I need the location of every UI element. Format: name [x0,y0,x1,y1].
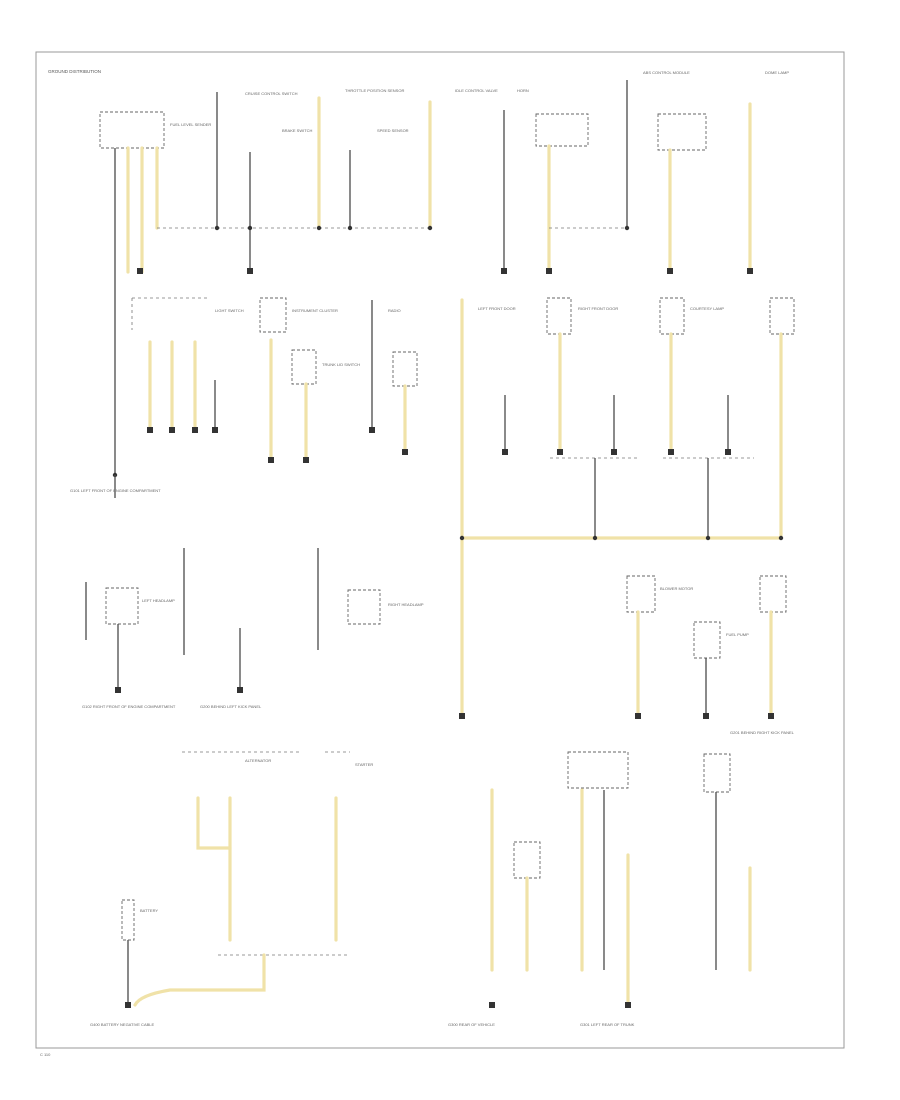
ground-symbols [115,268,774,1008]
headlamp-left-label: LEFT HEADLAMP [142,598,175,603]
rear-right-box [703,753,731,793]
fuel-sender-box [99,111,165,149]
page-title: GROUND DISTRIBUTION [48,69,101,74]
instrument-cluster-box [259,297,287,333]
rear-module-box [769,297,795,335]
ground-label-g201: G201 BEHIND RIGHT KICK PANEL [730,730,795,735]
right-front-door-label: RIGHT FRONT DOOR [578,306,618,311]
blower-box [626,575,656,613]
radio-box [392,351,418,387]
battery-box [121,899,135,941]
fuel-pump-label: FUEL PUMP [726,632,749,637]
throttle-sensor-label: THROTTLE POSITION SENSOR [345,88,404,93]
diagram-frame [35,51,845,1049]
trunk-switch-label: TRUNK LID SWITCH [322,362,360,367]
ground-label-g101: G101 LEFT FRONT OF ENGINE COMPARTMENT [70,488,161,493]
brake-switch-label: BRAKE SWITCH [282,128,313,133]
idle-control-label: IDLE CONTROL VALVE [455,88,498,93]
ground-label-g301: G301 LEFT REAR OF TRUNK [580,1022,635,1027]
fuel-sender-label: FUEL LEVEL SENDER [170,122,211,127]
left-front-door-label: LEFT FRONT DOOR [478,306,516,311]
courtesy-lamp-label: COURTESY LAMP [690,306,724,311]
horn-label: HORN [517,88,529,93]
battery-label: BATTERY [140,908,158,913]
abs-rear-box [759,575,787,613]
ground-label-g200: G200 BEHIND LEFT KICK PANEL [200,704,262,709]
instrument-cluster-label: INSTRUMENT CLUSTER [292,308,338,313]
row4-components: ALTERNATOR STARTER BATTERY [121,751,752,1007]
blower-label: BLOWER MOTOR [660,586,693,591]
engine-box [567,751,629,789]
row1-components: FUEL LEVEL SENDER CRUISE CONTROL SWITCH … [99,70,789,475]
horn-box [535,113,589,147]
ground-label-g102: G102 RIGHT FRONT OF ENGINE COMPARTMENT [82,704,176,709]
row3-components: LEFT HEADLAMP RIGHT HEADLAMP BLOWER MOTO… [85,548,787,718]
alternator-label: ALTERNATOR [245,758,271,763]
cruise-switch-label: CRUISE CONTROL SWITCH [245,91,298,96]
ground-label-g400: G400 BATTERY NEGATIVE CABLE [90,1022,155,1027]
fuel-pump-box [693,621,721,659]
body-box [513,841,541,879]
dome-lamp-label: DOME LAMP [765,70,789,75]
light-switch-label: LIGHT SWITCH [215,308,244,313]
radio-label: RADIO [388,308,401,313]
right-door-box [546,297,572,335]
abs-module-box [657,113,707,151]
headlamp-right-label: RIGHT HEADLAMP [388,602,424,607]
starter-label: STARTER [355,762,373,767]
speed-sensor-label: SPEED SENSOR [377,128,409,133]
abs-module-label: ABS CONTROL MODULE [643,70,690,75]
figure-code: C 110 [40,1052,51,1057]
ground-label-g300: G300 REAR OF VEHICLE [448,1022,495,1027]
courtesy-box [659,297,685,335]
trunk-switch-box [291,349,317,385]
row2-components: LIGHT SWITCH INSTRUMENT CLUSTER TRUNK LI… [112,297,795,718]
ground-labels: G101 LEFT FRONT OF ENGINE COMPARTMENT G1… [70,488,795,1027]
headlamp-left-box [105,587,139,625]
headlamp-right-box [347,589,381,625]
